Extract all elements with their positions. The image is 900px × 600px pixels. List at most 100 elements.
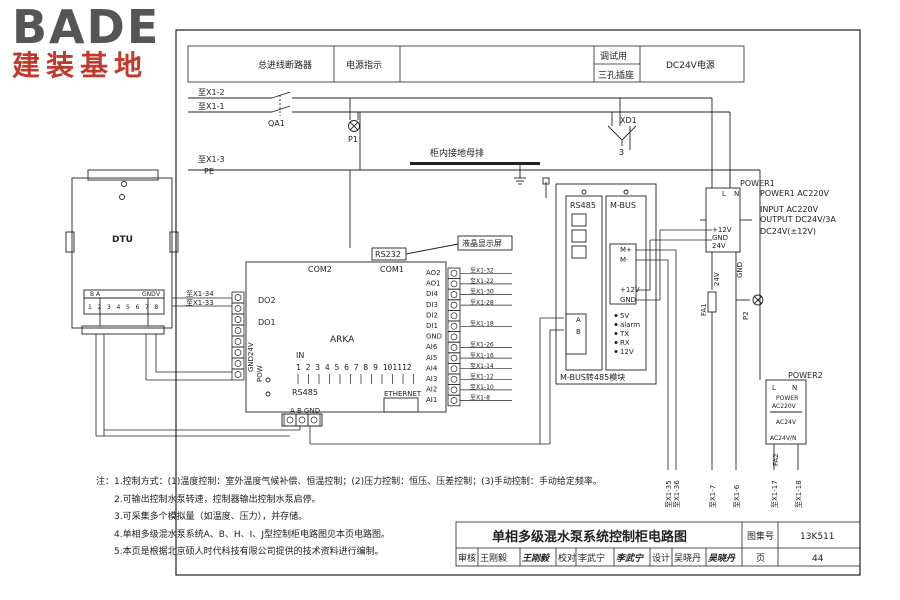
- terminal: [447, 341, 461, 354]
- title-block-page-label: 页: [756, 553, 765, 564]
- power2-ac24: AC24V: [776, 419, 797, 426]
- socket-xd1-pin: 3: [619, 148, 624, 157]
- bottom-target-label: 至X1-18: [795, 480, 803, 508]
- terminal: [231, 357, 245, 370]
- arka-left-terminals: [231, 291, 245, 381]
- title-block-design: 设计: [652, 552, 670, 564]
- power2-n: N: [792, 384, 797, 392]
- bottom-target-label: 至X1-6: [733, 484, 741, 508]
- arka-lcd: 液晶显示屏: [462, 238, 502, 248]
- terminal-screw: [298, 416, 306, 424]
- arka-pin-label: DI4: [426, 290, 438, 298]
- terminal: [307, 413, 321, 427]
- mbus-a: A: [576, 316, 581, 324]
- power2-l: L: [772, 384, 776, 392]
- brand-name: BADE: [12, 0, 161, 54]
- lamp-p1-label: P1: [348, 135, 358, 144]
- terminal-screw: [450, 365, 458, 373]
- power1-name: POWER1: [740, 179, 775, 188]
- arka-pin-target: 至X1-12: [470, 374, 494, 381]
- arka-pin-label: DI1: [426, 322, 438, 330]
- dtu-pin-number: 4: [117, 304, 121, 311]
- power1-gnd: GND: [712, 234, 728, 242]
- dtu-pin-number: 7: [145, 304, 149, 311]
- terminal-screw: [450, 344, 458, 351]
- arka-ethernet: ETHERNET: [384, 390, 422, 398]
- bottom-target-label: 至X1-35: [665, 480, 673, 508]
- wire-x1-34: 至X1-34: [186, 290, 214, 298]
- arka-com2: COM2: [308, 265, 332, 274]
- arka-rs485-pins: A B GND: [290, 407, 320, 415]
- power1-box: [700, 187, 764, 470]
- arka-pin-target: 至X1-18: [470, 321, 494, 328]
- title-block-atlas-no: 13K511: [800, 532, 835, 542]
- dtu-label: DTU: [112, 235, 133, 245]
- mbus-rs485: RS485: [570, 201, 596, 210]
- terminal: [447, 267, 461, 280]
- terminal: [447, 384, 461, 396]
- power2-power: POWER: [776, 395, 798, 402]
- terminal: [447, 299, 461, 311]
- power1-p2: P2: [742, 311, 750, 320]
- title-block-designer: 吴晓丹: [674, 552, 701, 564]
- terminal: [447, 320, 461, 333]
- title-block-reviewer: 王刚毅: [480, 552, 507, 564]
- power2-ac220: AC220V: [772, 403, 797, 410]
- arka-gnd: GND: [247, 356, 255, 372]
- terminal-screw: [234, 360, 242, 367]
- socket-xd1-label: XD1: [620, 116, 637, 125]
- socket-xd1: [607, 125, 637, 146]
- terminal: [231, 346, 245, 359]
- wire-x1-1: 至X1-1: [198, 102, 225, 111]
- power1-fa1: FA1: [700, 303, 708, 316]
- dtu-pin-number: 2: [98, 304, 102, 311]
- arka-pin-label: AI4: [426, 364, 438, 372]
- terminal: [231, 302, 245, 315]
- arka-pin-target: 至X1-10: [470, 384, 494, 391]
- notes: 注：1.控制方式：(1)温度控制：室外温度气候补偿、恒温控制；(2)压力控制：恒…: [96, 474, 602, 562]
- terminal: [231, 335, 245, 348]
- title-block-title: 单相多级混水泵系统控制柜电路图: [492, 529, 687, 545]
- brand-logo: BADE 建装基地: [6, 2, 176, 82]
- arka-do1: DO1: [258, 318, 276, 327]
- terminal: [447, 373, 461, 386]
- arka-pin-target: 至X1-14: [470, 363, 494, 370]
- arka-com1: COM1: [380, 265, 404, 274]
- terminal: [283, 413, 297, 427]
- terminal: [231, 313, 245, 326]
- lamp-p1: [348, 120, 360, 132]
- breaker-qa1: QA1: [268, 119, 285, 128]
- terminal: [447, 278, 461, 290]
- status-led: [614, 341, 618, 344]
- terminal: [295, 413, 309, 427]
- wire-x1-33: 至X1-33: [186, 299, 214, 307]
- status-led: [614, 332, 618, 335]
- arka-label: ARKA: [330, 335, 355, 345]
- terminal-screw: [450, 333, 458, 341]
- title-block-designer-sign: 吴晓丹: [708, 553, 736, 564]
- arka-pin-target: 至X1-16: [470, 352, 494, 359]
- terminal: [447, 352, 461, 364]
- power1-24v: 24V: [712, 242, 726, 250]
- power1-pgnd: GND: [736, 262, 744, 278]
- power1-l: L: [722, 190, 726, 198]
- arka-pin-label: DI3: [426, 301, 438, 309]
- dtu-pin-number: 1: [88, 304, 92, 311]
- power1-spec: POWER1 AC220V: [760, 189, 829, 198]
- arka-pin-label: AI1: [426, 396, 437, 404]
- mbus-plus12: +12V: [620, 286, 640, 294]
- ground-bus: [410, 162, 540, 185]
- header-debug-socket-2: 三孔插座: [598, 69, 634, 81]
- bottom-target-label: 至X1-36: [673, 480, 681, 508]
- power2-name: POWER2: [788, 371, 823, 380]
- terminal-screw: [310, 416, 318, 424]
- arka-bottom-terminals: [283, 413, 321, 427]
- mbus-b: B: [576, 328, 581, 336]
- arka-rs485-wiring: [299, 317, 564, 445]
- brand-subtitle: 建装基地: [12, 49, 149, 82]
- arka-pin-label: AI3: [426, 375, 437, 383]
- arka-pin-label: AO2: [426, 269, 441, 277]
- terminal-screw: [450, 291, 458, 298]
